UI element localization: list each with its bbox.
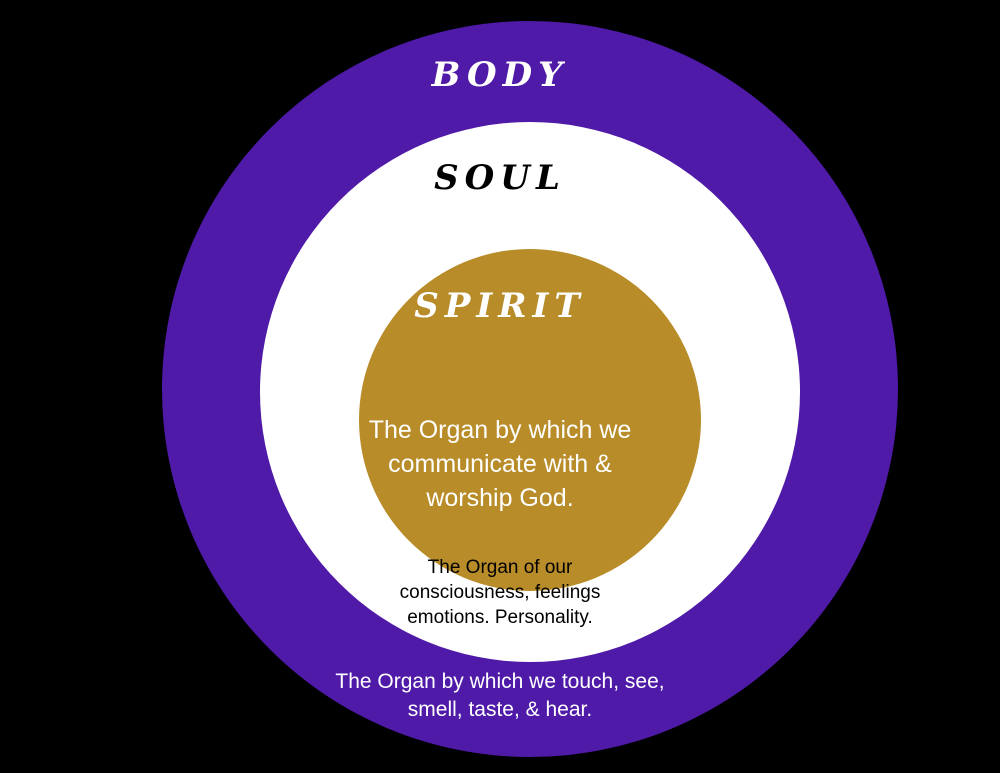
soul-description-line: emotions. Personality. xyxy=(407,607,593,628)
body-description: The Organ by which we touch, see, smell,… xyxy=(0,668,1000,724)
body-description-line: smell, taste, & hear. xyxy=(407,698,593,721)
spirit-description-line: The Organ by which we xyxy=(368,416,632,444)
soul-description-line: The Organ of our xyxy=(427,557,573,578)
soul-title: SOUL xyxy=(434,158,566,198)
spirit-description: The Organ by which we communicate with &… xyxy=(0,413,1000,515)
spirit-title: SPIRIT xyxy=(414,286,586,326)
spirit-core xyxy=(359,249,701,591)
body-title: BODY xyxy=(431,55,569,95)
spirit-description-line: communicate with & xyxy=(388,450,612,478)
soul-description: The Organ of our consciousness, feelings… xyxy=(0,555,1000,630)
spirit-description-line: worship God. xyxy=(426,484,574,512)
soul-description-line: consciousness, feelings xyxy=(399,582,601,603)
body-description-line: The Organ by which we touch, see, xyxy=(335,670,665,693)
